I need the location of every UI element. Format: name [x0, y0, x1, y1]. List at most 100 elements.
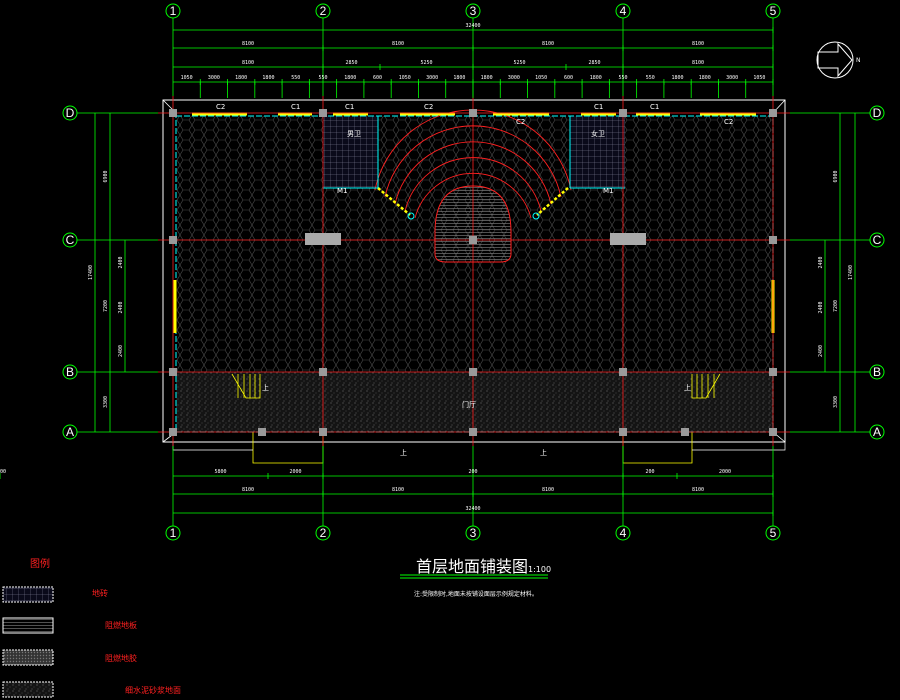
- svg-text:N: N: [856, 57, 861, 64]
- axis-label: B: [873, 365, 881, 379]
- column: [169, 109, 177, 117]
- columns: [169, 109, 777, 436]
- railing-end-marker: [407, 212, 415, 220]
- axis-label: 1: [170, 526, 177, 540]
- lobby-label: 门厅: [462, 400, 476, 409]
- axis-label: B: [66, 365, 74, 379]
- drawing-note: 注:受限制时,地面未按铺设面层示例规定材料。: [414, 590, 538, 598]
- drawing-scale: 1:100: [528, 565, 551, 574]
- axis-bubble: [869, 232, 885, 248]
- axis-bubble: [165, 525, 181, 541]
- axis-bubble: [465, 3, 481, 19]
- dimension-text: 1800: [699, 75, 711, 81]
- dimension-text: 3000: [726, 75, 738, 81]
- dimension-text: 2400: [818, 301, 824, 313]
- axis-bubble: [62, 424, 78, 440]
- axis-label: 4: [620, 4, 627, 18]
- dimension-text: 8100: [392, 487, 404, 493]
- dimension-text: 550: [646, 75, 655, 81]
- dimension-text: 32400: [465, 23, 480, 29]
- column: [469, 428, 477, 436]
- axis-bubble: [315, 3, 331, 19]
- axis-bubble: [869, 105, 885, 121]
- axis-label: D: [66, 106, 75, 120]
- dimension-text: 2850: [588, 60, 600, 66]
- female-wc-floor: [570, 116, 625, 188]
- dimension-text: 8100: [542, 41, 554, 47]
- legend-swatch-cement: [2, 681, 54, 698]
- column: [258, 428, 266, 436]
- axis-label: 5: [770, 526, 777, 540]
- drawing-title: 首层地面铺装图: [416, 557, 528, 576]
- dimension-text: 600: [564, 75, 573, 81]
- dimension-text: 8100: [242, 487, 254, 493]
- dimension-text: 550: [318, 75, 327, 81]
- column: [769, 368, 777, 376]
- dimension-text: 17400: [88, 265, 94, 280]
- dimension-text: 3000: [208, 75, 220, 81]
- dimension-text: 550: [291, 75, 300, 81]
- column: [681, 428, 689, 436]
- axis-label: C: [873, 233, 882, 247]
- dimension-text: 6900: [833, 170, 839, 182]
- legend-label: 阻燃地胶: [105, 653, 137, 663]
- dimension-text: 1800: [262, 75, 274, 81]
- dimension-text: 8100: [392, 41, 404, 47]
- dimension-text: 1800: [590, 75, 602, 81]
- column: [469, 368, 477, 376]
- dimension-text: 1050: [753, 75, 765, 81]
- dimension-text: 1800: [481, 75, 493, 81]
- legend-swatch-wood: [2, 617, 54, 634]
- column: [769, 236, 777, 244]
- dimension-text: 2400: [818, 256, 824, 268]
- dimension-text: 6900: [103, 170, 109, 182]
- dimension-text: 3300: [103, 396, 109, 408]
- axis-bubble: [465, 525, 481, 541]
- male-wc-floor: [323, 116, 378, 188]
- dimension-text: 8100: [242, 41, 254, 47]
- fixture: [305, 233, 341, 245]
- dimension-text: 1050: [181, 75, 193, 81]
- fixture: [610, 233, 646, 245]
- column: [619, 368, 627, 376]
- dimension-text: 1800: [344, 75, 356, 81]
- dimension-text: 7200: [833, 300, 839, 312]
- dimension-text: 8100: [692, 41, 704, 47]
- window-label: C1: [345, 103, 354, 111]
- axis-bubble: [765, 525, 781, 541]
- dimension-text: 1800: [672, 75, 684, 81]
- dimension-text: 17400: [848, 265, 854, 280]
- axis-bubble: [869, 364, 885, 380]
- door-label-right: M1: [603, 187, 614, 195]
- axis-label: C: [66, 233, 75, 247]
- stage-railing-right: [536, 187, 569, 216]
- dimension-text: 600: [373, 75, 382, 81]
- window-label: C2: [724, 118, 733, 126]
- step-up-label: 上: [540, 448, 547, 457]
- column: [769, 428, 777, 436]
- dimension-text: 2400: [118, 345, 124, 357]
- window-label: C2: [516, 118, 525, 126]
- stair-up-label: 上: [262, 383, 269, 392]
- dimension-text: 8100: [692, 60, 704, 66]
- stairs: [231, 373, 721, 399]
- entrance-platform-outline: [172, 442, 786, 451]
- lobby-floor-area: [176, 372, 773, 432]
- column: [619, 428, 627, 436]
- window-label: C1: [650, 103, 659, 111]
- stair-up-label: 上: [684, 383, 691, 392]
- axis-label: 2: [320, 4, 327, 18]
- column: [319, 428, 327, 436]
- axis-label: 5: [770, 4, 777, 18]
- window-label: C1: [594, 103, 603, 111]
- door-label-left: M1: [337, 187, 348, 195]
- dimension-text: 3300: [833, 396, 839, 408]
- legend-label: 阻燃地板: [105, 620, 137, 630]
- window-label: C1: [291, 103, 300, 111]
- axis-bubble: [615, 3, 631, 19]
- axis-label: D: [873, 106, 882, 120]
- legend-swatch-tile: [2, 586, 54, 603]
- dimension-text: 1800: [235, 75, 247, 81]
- dimension-text: 5250: [513, 60, 525, 66]
